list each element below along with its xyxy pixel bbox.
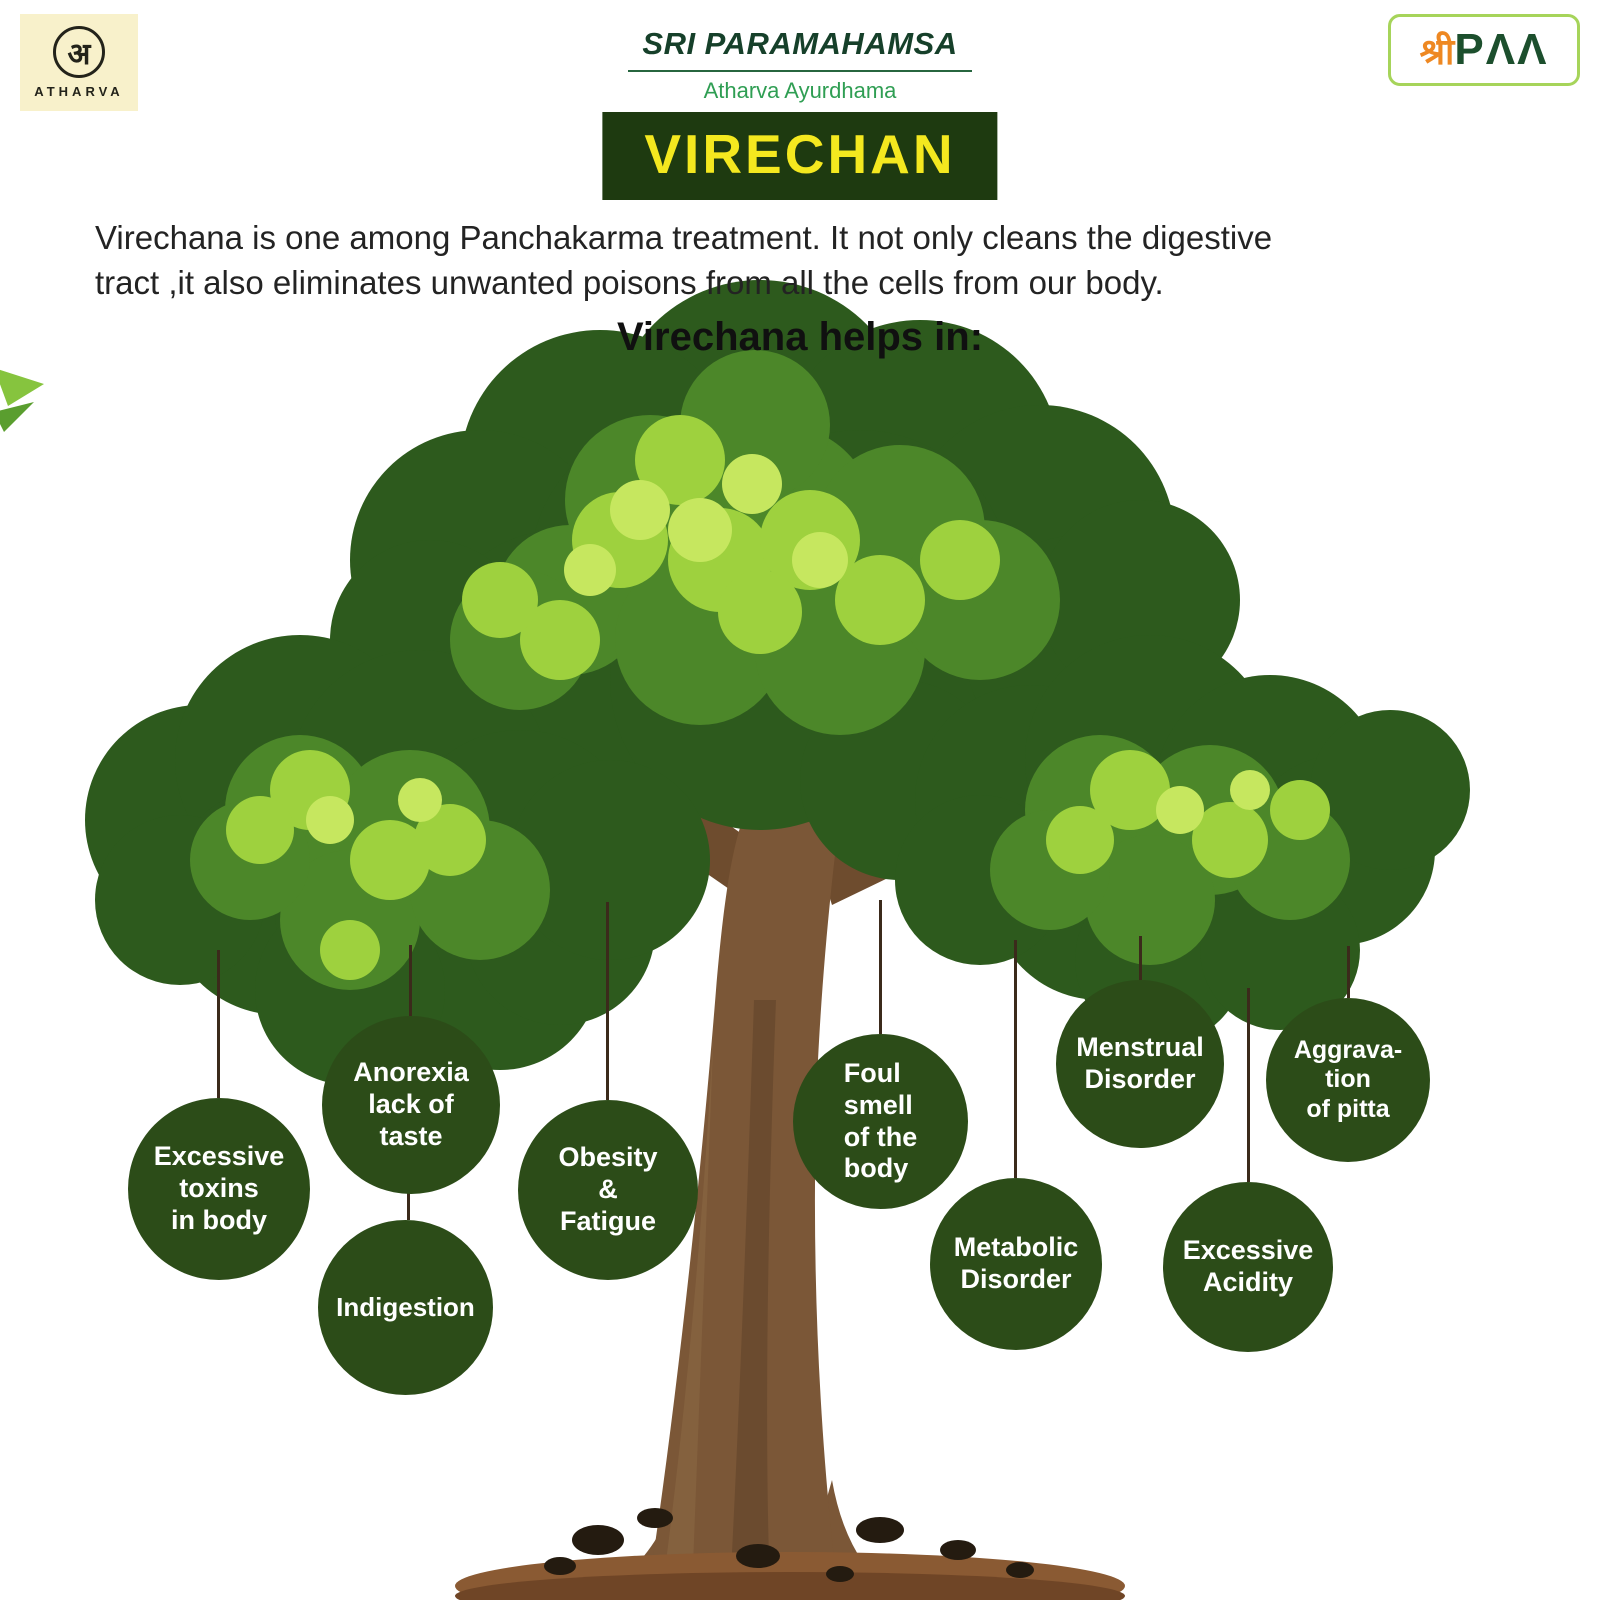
- atharva-logo: अ ATHARVA: [20, 14, 138, 111]
- tree-canopy: [85, 280, 1470, 1085]
- benefit-label: Menstrual Disorder: [1076, 1032, 1204, 1094]
- brand-header: SRI PARAMAHAMSA Atharva Ayurdhama: [0, 26, 1600, 104]
- hanging-string: [1014, 940, 1017, 1178]
- benefit-bubble: Indigestion: [318, 1220, 493, 1395]
- brand-title: SRI PARAMAHAMSA: [628, 26, 972, 72]
- benefit-label: Obesity & Fatigue: [558, 1142, 658, 1236]
- intro-line-2: tract ,it also eliminates unwanted poiso…: [95, 263, 1164, 301]
- benefit-label: Excessive Acidity: [1182, 1235, 1314, 1297]
- atharva-logo-icon: अ: [53, 26, 105, 78]
- benefit-bubble: Foul smell of the body: [793, 1034, 968, 1209]
- benefit-bubble: Menstrual Disorder: [1056, 980, 1224, 1148]
- benefit-bubble: Metabolic Disorder: [930, 1178, 1102, 1350]
- ground: [455, 1552, 1125, 1600]
- brand-subtitle: Atharva Ayurdhama: [703, 78, 897, 103]
- atharva-logo-label: ATHARVA: [34, 84, 124, 99]
- benefit-label: Anorexia lack of taste: [353, 1057, 469, 1151]
- hanging-string: [217, 950, 220, 1098]
- benefit-bubble: Aggrava- tion of pitta: [1266, 998, 1430, 1162]
- benefit-label: Aggrava- tion of pitta: [1293, 1035, 1403, 1123]
- hanging-string: [407, 1192, 410, 1220]
- benefit-bubble: Anorexia lack of taste: [322, 1016, 500, 1194]
- paa-logo-prefix: श्री: [1419, 30, 1455, 72]
- hanging-string: [879, 900, 882, 1034]
- hanging-string: [1139, 936, 1142, 980]
- benefit-bubble: Excessive Acidity: [1163, 1182, 1333, 1352]
- benefit-bubble: Obesity & Fatigue: [518, 1100, 698, 1280]
- benefit-label: Foul smell of the body: [843, 1057, 918, 1184]
- helps-in-heading: Virechana helps in:: [616, 315, 984, 359]
- atharva-glyph: अ: [67, 37, 91, 71]
- paa-logo-text: PΛΛ: [1454, 25, 1549, 74]
- intro-line-1: Virechana is one among Panchakarma treat…: [95, 219, 1273, 256]
- benefit-label: Metabolic Disorder: [953, 1232, 1079, 1294]
- hanging-string: [1247, 988, 1250, 1182]
- hanging-string: [409, 945, 412, 1016]
- leaf-decoration: [0, 369, 44, 432]
- benefit-bubble: Excessive toxins in body: [128, 1098, 310, 1280]
- benefit-label: Excessive toxins in body: [153, 1141, 285, 1235]
- hanging-string: [1347, 946, 1350, 998]
- title-banner: VIRECHAN: [602, 112, 998, 200]
- paa-logo: श्री PΛΛ: [1388, 14, 1580, 86]
- hanging-string: [606, 902, 609, 1100]
- benefit-label: Indigestion: [336, 1292, 475, 1323]
- intro-paragraph: Virechana is one among Panchakarma treat…: [95, 216, 1535, 305]
- stones: [544, 1508, 1034, 1582]
